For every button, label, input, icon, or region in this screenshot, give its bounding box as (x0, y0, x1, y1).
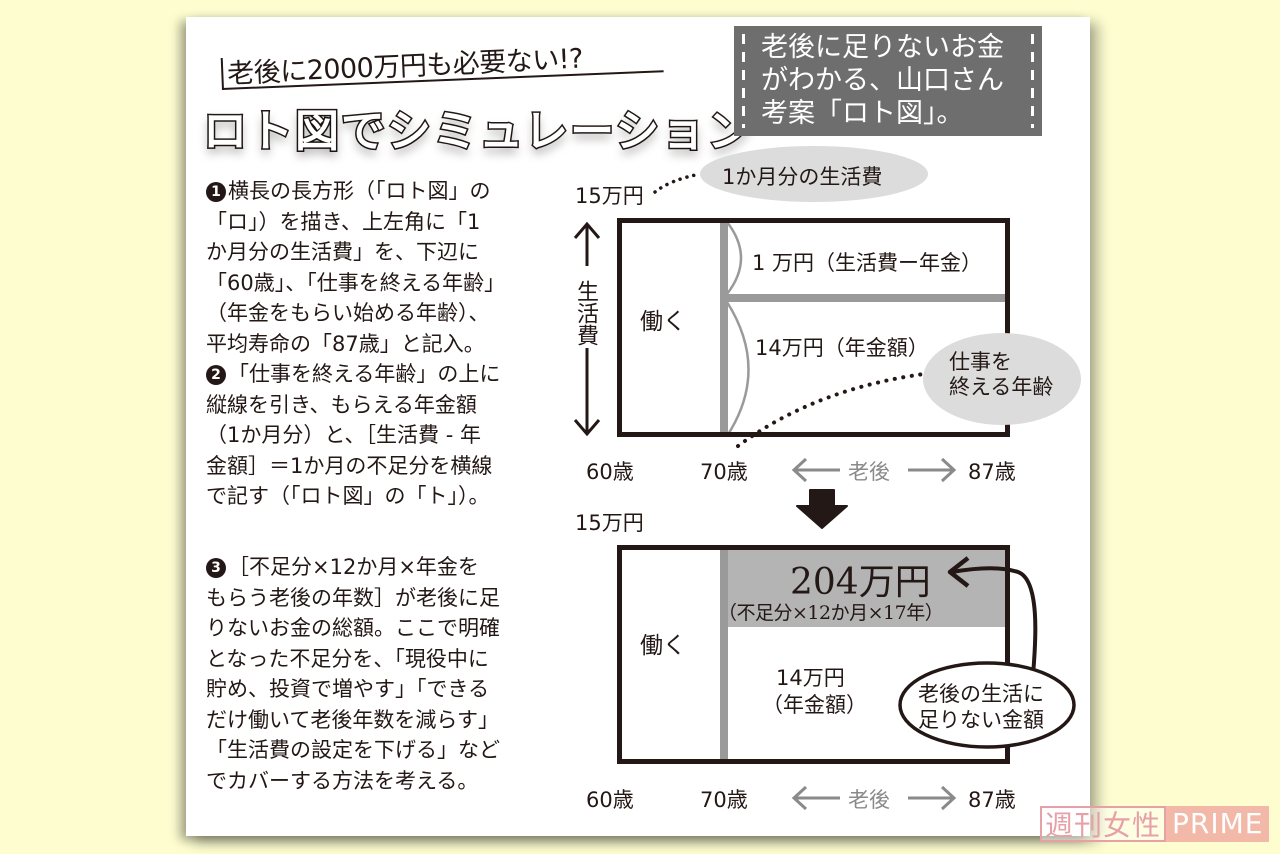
callout-shortfall: 老後の生活に 足りない金額 (918, 682, 1044, 732)
x-label-retire-top: 70歳 (700, 460, 748, 484)
work-label-top: 働く (640, 309, 686, 335)
retire-age-line (720, 223, 728, 432)
pension-label-bottom-line2: （年金額） (762, 693, 867, 717)
retirement-span-arrow-bottom (791, 785, 957, 811)
retirement-span-arrow-top (791, 457, 957, 483)
x-label-end-bottom: 87歳 (968, 788, 1016, 812)
shortfall-callout-graphics (898, 556, 1076, 749)
dashed-border-right (1031, 34, 1034, 128)
watermark-en: PRIME (1166, 806, 1270, 842)
y-label-bottom: 15万円 (575, 511, 644, 535)
page-title: ロト図でシミュレーション (201, 105, 754, 159)
span-label-bottom: 老後 (848, 788, 890, 812)
vertical-axis-label: 生活費 (573, 278, 598, 348)
step-number-2: 2 (206, 365, 226, 385)
watermark-jp: 週刊女性 (1040, 806, 1167, 842)
step-2: 2「仕事を終える年齢」の上に 縦線を引き、もらえる年金額 （1か月分）と、［生活… (206, 359, 500, 512)
span-label-top: 老後 (848, 460, 890, 484)
callout-bubble-living-cost (700, 146, 928, 202)
shortfall-label: 1 万円（生活費ー年金） (752, 251, 983, 275)
shortfall-line (720, 294, 1005, 302)
note-box: 老後に足りないお金 がわかる、山口さん 考案「ロト図」。 (734, 26, 1042, 136)
work-label-bottom: 働く (640, 633, 686, 659)
down-arrow-icon (796, 489, 848, 529)
callout-living-cost: 1か月分の生活費 (722, 165, 883, 189)
shortfall-band (720, 550, 1005, 627)
step-number-1: 1 (206, 182, 226, 202)
watermark: 週刊女性 PRIME (1040, 806, 1270, 842)
total-amount: 204万円 (790, 562, 931, 603)
step-3: 3［不足分×12か月×年金を もらう老後の年数］が老後に足 りないお金の総額。こ… (206, 552, 500, 796)
note-text: 老後に足りないお金 がわかる、山口さん 考案「ロト図」。 (761, 32, 1004, 129)
callout-retire-age: 仕事を 終える年齢 (949, 350, 1054, 399)
roto-diagram-bottom (617, 545, 1010, 764)
pension-label-bottom-line1: 14万円 (776, 666, 845, 690)
x-label-retire-bottom: 70歳 (700, 788, 748, 812)
roto-diagram-top (617, 218, 1010, 437)
top-diagram-graphics (573, 172, 942, 448)
pension-label: 14万円（年金額） (755, 336, 929, 360)
y-label-top: 15万円 (575, 184, 644, 208)
x-label-start-top: 60歳 (586, 460, 634, 484)
step-number-3: 3 (206, 558, 226, 578)
retire-age-line-bottom (720, 550, 728, 759)
callout-bubble-retire-age (923, 333, 1081, 425)
step-1-text: 横長の長方形（「ロト図」の 「ロ」）を描き、上左角に「1 か月分の生活費」を、下… (206, 179, 506, 356)
x-label-start-bottom: 60歳 (586, 788, 634, 812)
total-formula: （不足分×12か月×17年） (718, 602, 944, 624)
dashed-border-left (742, 34, 745, 128)
x-label-end-top: 87歳 (968, 460, 1016, 484)
step-2-text: 「仕事を終える年齢」の上に 縦線を引き、もらえる年金額 （1か月分）と、［生活費… (206, 362, 501, 508)
step-3-text: ［不足分×12か月×年金を もらう老後の年数］が老後に足 りないお金の総額。ここ… (206, 555, 500, 793)
